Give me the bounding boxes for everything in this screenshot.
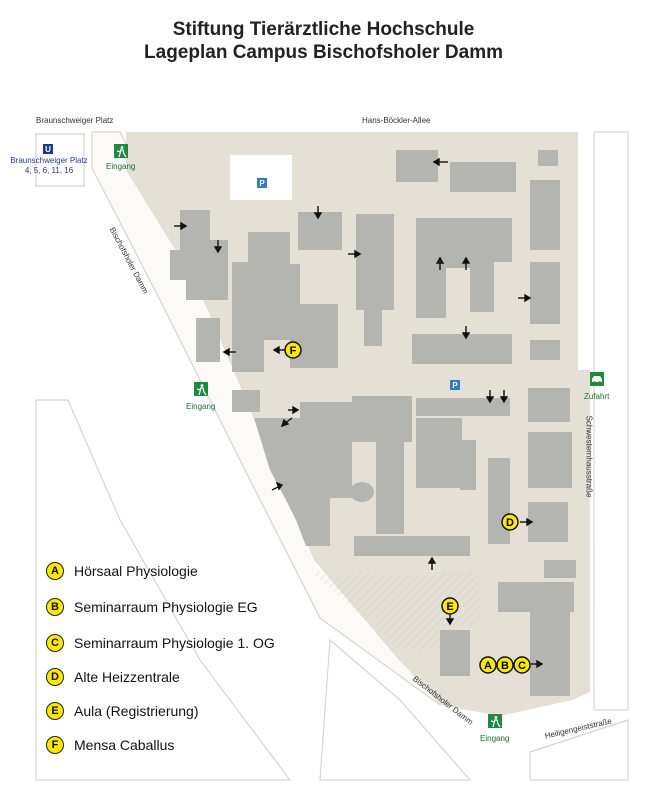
arrow-icon — [280, 417, 293, 428]
marker-d: D — [501, 513, 519, 531]
campus-buildings — [170, 150, 576, 696]
arrow-icon — [485, 390, 495, 404]
arrow-icon — [518, 293, 532, 303]
marker-f-label: F — [290, 345, 297, 357]
parking-signs: P P — [257, 178, 460, 390]
transit-lines: 4, 5, 6, 11, 16 — [24, 166, 74, 175]
parking-icon: P — [257, 178, 267, 188]
subway-icon: U — [43, 144, 53, 154]
car-icon — [590, 372, 604, 386]
legend-label-b: Seminarraum Physiologie EG — [74, 599, 258, 615]
arrow-icon — [435, 256, 445, 270]
transit-stop: Braunschweiger Platz 4, 5, 6, 11, 16 — [8, 156, 90, 176]
parking-label: P — [259, 179, 265, 188]
marker-e-label: E — [446, 601, 453, 613]
legend-badge-a: A — [46, 562, 64, 580]
legend-badge-b: B — [46, 598, 64, 616]
arrow-icon — [427, 556, 437, 570]
arrow-icon — [271, 481, 284, 491]
marker-a-label: A — [484, 660, 492, 672]
marker-b: B — [496, 656, 514, 674]
street-label-schwesternhausstrasse: Schwesternhausstraße — [584, 415, 594, 498]
entrance-label-west: Eingang — [186, 402, 216, 411]
subway-symbol: U — [45, 145, 51, 154]
street-label-braunschweiger-platz: Braunschweiger Platz — [36, 116, 114, 125]
legend-label-a: Hörsaal Physiologie — [74, 563, 198, 579]
arrow-icon — [213, 240, 223, 254]
legend-label-e: Aula (Registrierung) — [74, 703, 199, 719]
marker-f: F — [284, 341, 302, 359]
arrow-icon — [174, 221, 188, 231]
legend-label-d: Alte Heizzentrale — [74, 669, 180, 685]
map-title-line-1: Stiftung Tierärztliche Hochschule — [172, 19, 475, 40]
marker-b-label: B — [501, 660, 509, 672]
map-title: Stiftung Tierärztliche Hochschule Lagepl… — [0, 18, 647, 64]
street-label-hans-boeckler-allee: Hans-Böckler-Allee — [362, 116, 431, 125]
arrow-icon — [222, 347, 236, 357]
entrance-icon — [488, 714, 502, 728]
arrow-icon — [288, 405, 300, 415]
transit-stop-name: Braunschweiger Platz — [10, 156, 88, 165]
parking-icon: P — [450, 380, 460, 390]
entrance-icon — [114, 144, 128, 158]
legend-badge-c: C — [46, 634, 64, 652]
map-markers: F D E A B C — [284, 341, 531, 674]
entrance-label-north: Eingang — [106, 162, 136, 171]
arrow-icon — [520, 517, 534, 527]
marker-c: C — [513, 656, 531, 674]
marker-c-label: C — [518, 660, 526, 672]
arrow-icon — [432, 157, 448, 167]
arrow-icon — [499, 390, 509, 404]
arrow-icon — [461, 256, 471, 270]
entrance-signs — [114, 144, 604, 728]
marker-a: A — [479, 656, 497, 674]
marker-d-label: D — [506, 517, 514, 529]
legend-label-f: Mensa Caballus — [74, 737, 175, 753]
arrow-icon — [531, 659, 544, 669]
map-title-line-2: Lageplan Campus Bischofsholer Damm — [144, 42, 503, 63]
arrow-icon — [313, 206, 323, 220]
entrance-icon — [194, 382, 208, 396]
legend-badge-f: F — [46, 736, 64, 754]
marker-e: E — [441, 597, 459, 615]
arrow-icon — [461, 326, 471, 340]
legend-badge-d: D — [46, 668, 64, 686]
zufahrt-label: Zufahrt — [584, 392, 610, 401]
legend-badge-e: E — [46, 702, 64, 720]
entrance-label-south: Eingang — [480, 734, 510, 743]
entrance-arrows — [174, 157, 544, 669]
arrow-icon — [348, 249, 362, 259]
legend-label-c: Seminarraum Physiologie 1. OG — [74, 635, 275, 651]
parking-label: P — [452, 381, 458, 390]
